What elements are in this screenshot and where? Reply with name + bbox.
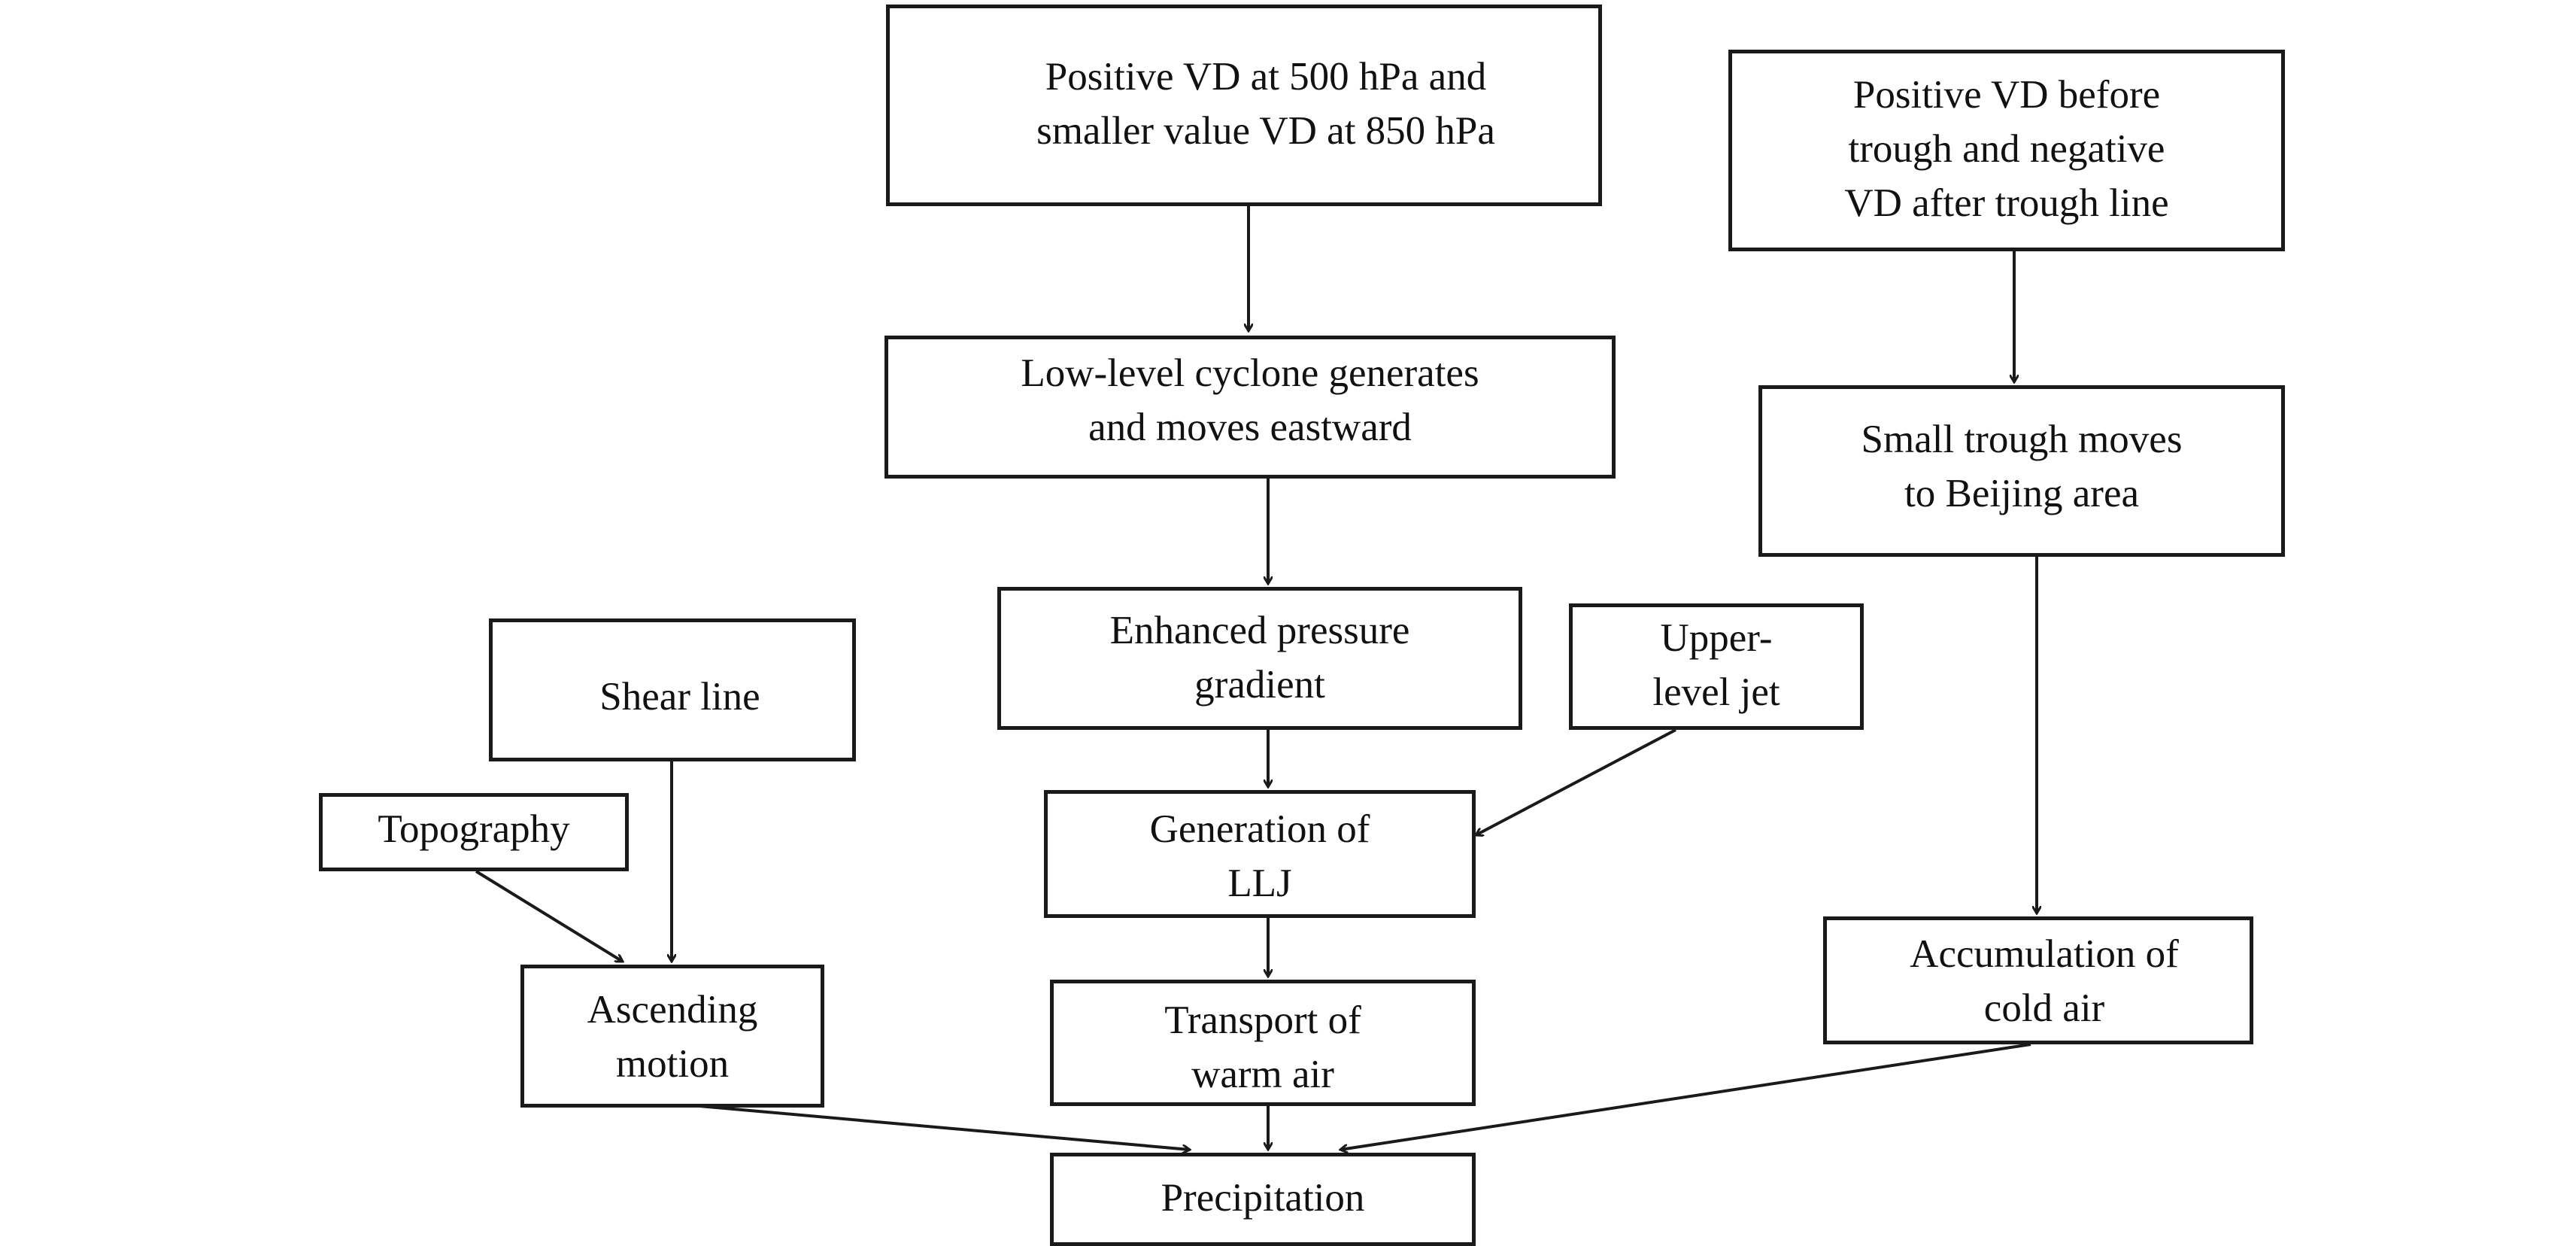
label-cyclone: Low-level cyclone generates and moves ea… bbox=[1021, 351, 1479, 449]
label-vd-trough: Positive VD before trough and negative V… bbox=[1844, 73, 2169, 225]
node-precip bbox=[1050, 1153, 1476, 1246]
label-small-trough: Small trough moves to Beijing area bbox=[1861, 418, 2183, 515]
label-shear: Shear line bbox=[599, 675, 760, 719]
node-llj bbox=[1044, 790, 1476, 918]
node-cyclone bbox=[884, 336, 1616, 479]
node-upper-jet bbox=[1569, 603, 1864, 730]
arrow-topography-to-ascending bbox=[475, 870, 623, 963]
node-ascending bbox=[520, 965, 824, 1108]
label-precip: Precipitation bbox=[1161, 1176, 1365, 1220]
arrow-upperjet-to-llj bbox=[1476, 728, 1676, 835]
node-topography bbox=[319, 793, 629, 871]
label-pressure: Enhanced pressure gradient bbox=[1109, 609, 1410, 707]
label-llj: Generation of LLJ bbox=[1149, 807, 1370, 905]
label-vd500: Positive VD at 500 hPa and smaller value… bbox=[1036, 55, 1495, 153]
label-warm: Transport of warm air bbox=[1164, 998, 1361, 1096]
arrow-ascending-to-precip bbox=[699, 1105, 1190, 1150]
node-small-trough bbox=[1758, 385, 2285, 557]
label-cold: Accumulation of cold air bbox=[1910, 932, 2179, 1030]
label-ascending: Ascending motion bbox=[587, 988, 758, 1086]
node-warm bbox=[1050, 980, 1476, 1106]
node-vd500 bbox=[886, 5, 1602, 206]
node-vd-trough bbox=[1728, 50, 2285, 251]
arrow-cold-to-precip bbox=[1340, 1043, 2031, 1150]
node-cold bbox=[1823, 916, 2253, 1044]
label-topography: Topography bbox=[378, 807, 570, 851]
node-pressure bbox=[997, 587, 1522, 730]
label-upper-jet: Upper- level jet bbox=[1652, 616, 1780, 714]
node-shear bbox=[489, 618, 856, 761]
